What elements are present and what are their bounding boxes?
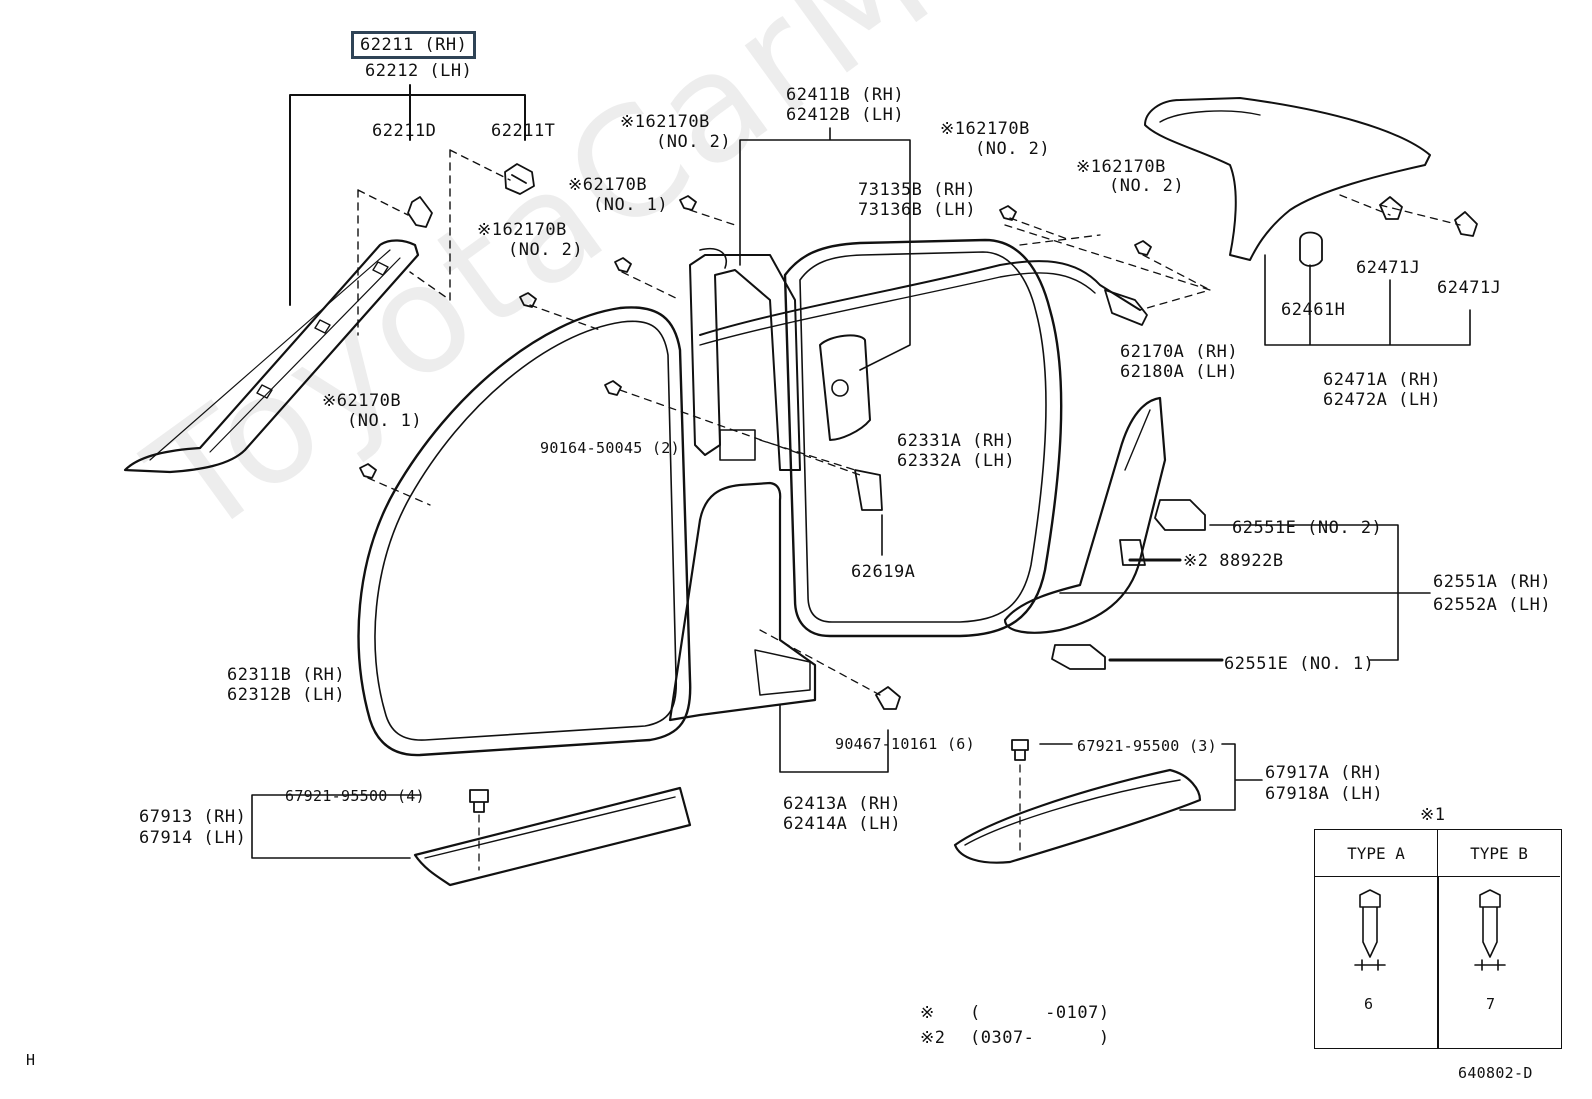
label-62332A[interactable]: 62332A (LH) (897, 451, 1016, 471)
type-a-header: TYPE A (1315, 830, 1438, 877)
part-62331A-weatherstrip (783, 238, 1063, 638)
screw-type-a-drawing (1354, 889, 1386, 971)
label-67917A[interactable]: 67917A (RH) (1265, 763, 1384, 783)
part-67913-scuff (413, 786, 692, 887)
label-62311B[interactable]: 62311B (RH) (227, 665, 346, 685)
label-62551E-no1[interactable]: 62551E (NO. 1) (1224, 654, 1375, 674)
part-73135B-trim (819, 334, 871, 441)
dash-belt (1004, 224, 1211, 311)
clip-67921-b (1011, 739, 1029, 761)
label-62211-highlighted[interactable]: 62211 (RH) (351, 31, 477, 59)
label-162170B-b-no: (NO. 2) (508, 240, 584, 260)
label-67921-b[interactable]: 67921-95500 (4) (285, 787, 425, 805)
label-73136B[interactable]: 73136B (LH) (858, 200, 977, 220)
leader-62211 (289, 84, 526, 306)
label-62412B[interactable]: 62412B (LH) (786, 105, 905, 125)
part-62551A-garnish (1003, 396, 1167, 634)
label-62461H[interactable]: 62461H (1281, 300, 1346, 320)
label-162170B-a-no: (NO. 2) (656, 132, 732, 152)
part-62413A-pillar-lower (668, 481, 817, 722)
type-a-dimension: 6 (1364, 995, 1374, 1013)
label-162170B-b[interactable]: ※162170B (477, 220, 567, 240)
legend-note2-mark: ※2 (920, 1028, 946, 1048)
clip-67921-a (469, 789, 489, 813)
label-88922B[interactable]: ※2 88922B (1183, 551, 1284, 571)
label-162170B-d[interactable]: ※162170B (1076, 157, 1166, 177)
label-62180A[interactable]: 62180A (LH) (1120, 362, 1239, 382)
part-62411B-pillar-upper (689, 254, 801, 471)
label-162170B-c-no: (NO. 2) (975, 139, 1051, 159)
part-62170A-belt (699, 260, 1141, 336)
screw-type-b-drawing (1474, 889, 1506, 971)
corner-mark: H (26, 1051, 36, 1069)
legend-note1-mark: ※ (920, 1003, 935, 1023)
label-162170B-c[interactable]: ※162170B (940, 119, 1030, 139)
label-62619A[interactable]: 62619A (851, 562, 916, 582)
table-divider (1437, 876, 1439, 1048)
screw-row (359, 195, 1152, 479)
label-162170B-d-no: (NO. 2) (1109, 176, 1185, 196)
label-62170A[interactable]: 62170A (RH) (1120, 342, 1239, 362)
dash-62619A (619, 389, 861, 476)
label-62331A[interactable]: 62331A (RH) (897, 431, 1016, 451)
label-62471A[interactable]: 62471A (RH) (1323, 370, 1442, 390)
dash-screws (367, 209, 1211, 506)
pin-90467 (875, 686, 901, 710)
label-67913[interactable]: 67913 (RH) (139, 807, 247, 827)
label-62413A[interactable]: 62413A (RH) (783, 794, 902, 814)
label-67914[interactable]: 67914 (LH) (139, 828, 247, 848)
label-162170B-a[interactable]: ※162170B (620, 112, 710, 132)
dash-tray (1339, 194, 1461, 226)
label-90467[interactable]: 90467-10161 (6) (835, 735, 975, 753)
clip-62471J-b (1454, 211, 1478, 237)
part-62471A-tray (1144, 97, 1431, 261)
label-62414A[interactable]: 62414A (LH) (783, 814, 902, 834)
label-62552A[interactable]: 62552A (LH) (1433, 595, 1552, 615)
label-62170B-a[interactable]: ※62170B (568, 175, 648, 195)
label-62212[interactable]: 62212 (LH) (365, 61, 473, 81)
label-62471J-b[interactable]: 62471J (1437, 278, 1502, 298)
label-62211T[interactable]: 62211T (491, 121, 556, 141)
label-62211D[interactable]: 62211D (372, 121, 437, 141)
clip-62211T (504, 163, 535, 195)
label-73135B[interactable]: 73135B (RH) (858, 180, 977, 200)
label-62472A[interactable]: 62472A (LH) (1323, 390, 1442, 410)
legend-note2-range: (0307- ) (970, 1028, 1110, 1048)
dash-62211 (357, 149, 511, 336)
screw-type-table: TYPE A TYPE B (1314, 829, 1562, 1049)
type-b-dimension: 7 (1486, 995, 1496, 1013)
label-62411B[interactable]: 62411B (RH) (786, 85, 905, 105)
part-62311B-weatherstrip (357, 306, 692, 757)
clip-62471J-a (1379, 196, 1403, 220)
label-62170B-b[interactable]: ※62170B (322, 391, 402, 411)
label-62170B-a-no: (NO. 1) (593, 195, 669, 215)
label-62312B[interactable]: 62312B (LH) (227, 685, 346, 705)
part-62211-pillar (123, 239, 420, 474)
part-62619A (854, 469, 883, 511)
label-62170B-b-no: (NO. 1) (347, 411, 423, 431)
diagram-code: 640802-D (1458, 1064, 1533, 1082)
label-90164[interactable]: 90164-50045 (2) (540, 439, 680, 457)
clip-62211D (407, 196, 433, 228)
part-67917A-scuff (953, 768, 1202, 864)
label-67921-a[interactable]: 67921-95500 (3) (1077, 737, 1217, 755)
label-62551E-no2[interactable]: 62551E (NO. 2) (1232, 518, 1383, 538)
label-67918A[interactable]: 67918A (LH) (1265, 784, 1384, 804)
clip-62551E-2 (1154, 499, 1206, 531)
type-b-header: TYPE B (1438, 830, 1560, 877)
clip-62551E-1 (1051, 644, 1106, 670)
clip-62461H (1299, 231, 1323, 267)
label-62471J-a[interactable]: 62471J (1356, 258, 1421, 278)
label-62551A[interactable]: 62551A (RH) (1433, 572, 1552, 592)
part-88922B (1119, 539, 1146, 566)
type-table-marker: ※1 (1420, 805, 1446, 825)
legend-note1-range: ( -0107) (970, 1003, 1110, 1023)
